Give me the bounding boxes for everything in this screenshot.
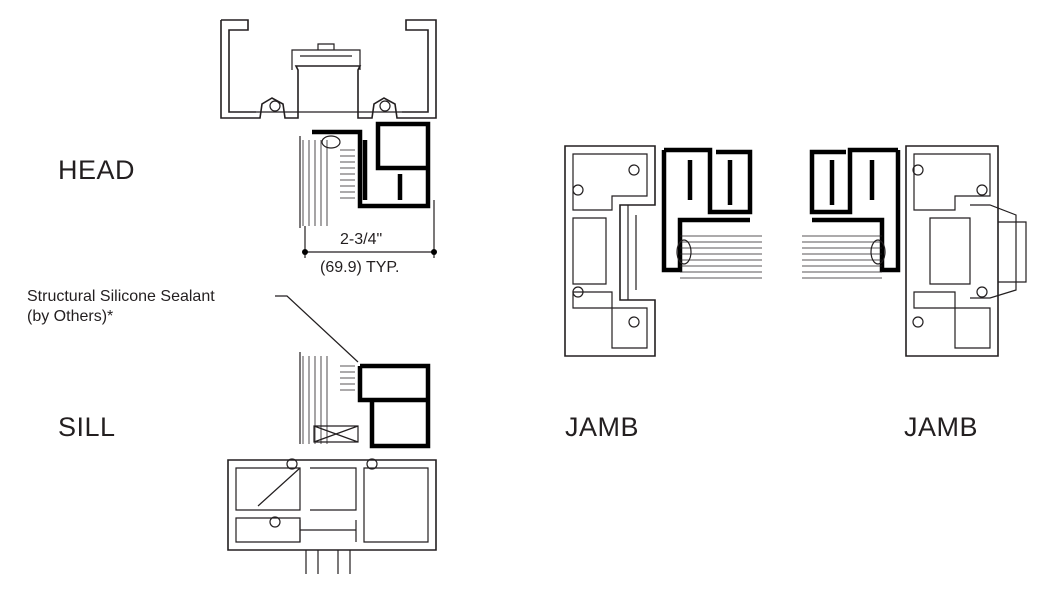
sealant-callout: Structural Silicone Sealant (by Others)* — [27, 287, 215, 327]
jamb-left-label: JAMB — [565, 412, 640, 442]
sealant-callout-line1: Structural Silicone Sealant — [27, 288, 215, 305]
dimension-imperial: 2-3/4" — [340, 231, 383, 248]
jamb-right-label: JAMB — [904, 412, 979, 442]
callout-leader — [275, 295, 359, 363]
sill-label: SILL — [58, 412, 116, 442]
jamb-right-detail — [802, 145, 1027, 357]
sill-detail — [227, 352, 437, 574]
dimension-metric: (69.9) TYP. — [320, 259, 400, 276]
jamb-left-detail — [564, 145, 762, 357]
head-detail — [220, 19, 437, 258]
head-label: HEAD — [58, 155, 136, 185]
sealant-callout-line2: (by Others)* — [27, 308, 114, 325]
